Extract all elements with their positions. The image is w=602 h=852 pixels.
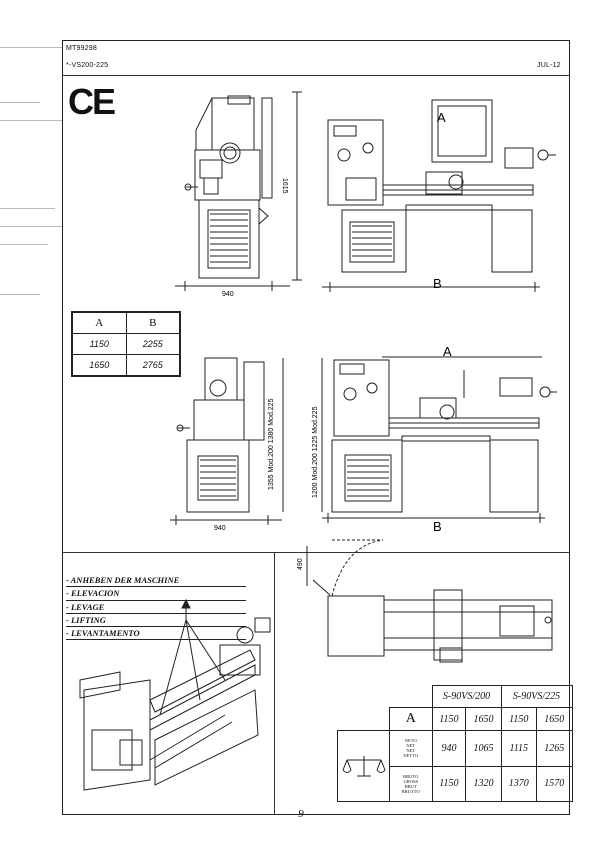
dimension-table: A B 1150 2255 1650 2765 (71, 311, 181, 377)
weight-cell: 1115 (500, 730, 537, 767)
scan-artifact (0, 208, 55, 209)
weight-cell: 1650 (536, 707, 573, 731)
front-top-label-b: B (433, 276, 442, 291)
header-divider (62, 75, 570, 76)
front-middle-label-a: A (443, 344, 452, 359)
doc-date: JUL-12 (537, 62, 561, 69)
lifting-divider (274, 553, 275, 815)
front-middle-label-b: B (433, 519, 442, 534)
lifting-item-it: - LEVANTAMENTO (66, 627, 246, 641)
weight-cell: 1150 (431, 765, 467, 802)
model-header-225: S-90VS/225 (500, 685, 573, 708)
side-width-dim: 940 (222, 291, 234, 298)
page-number: - 9 - (291, 808, 311, 820)
cover-dim: 490 (297, 558, 304, 570)
scan-artifact (0, 226, 62, 227)
weight-cell: 1370 (500, 765, 537, 802)
weight-cell: 1265 (536, 730, 573, 767)
lifting-item-fr: - LEVAGE (66, 601, 246, 614)
section-divider (62, 552, 570, 553)
scan-artifact (0, 47, 62, 48)
weight-cell: 1150 (500, 707, 537, 731)
scan-artifact (0, 102, 40, 103)
scale-icon (337, 730, 390, 802)
doc-code: MT99298 (66, 45, 97, 52)
ce-mark-logo: CE (68, 81, 116, 122)
doc-model: *-VS200-225 (66, 62, 109, 69)
weight-cell: 1650 (465, 707, 502, 731)
net-labels: NETO NET NET NETTO (389, 730, 433, 767)
model-header-200: S-90VS/200 (431, 685, 502, 708)
weight-cell: 1150 (431, 707, 467, 731)
weight-cell: 1320 (465, 765, 502, 802)
weight-cell: 1570 (536, 765, 573, 802)
dim-cell: 2255 (125, 333, 181, 355)
lifting-item-es: - ELEVACION (66, 587, 246, 601)
lifting-item-de: - ANHEBEN DER MASCHINE (66, 574, 246, 588)
height-dim-upper: 1355 Mod.200 1380 Mod.225 (268, 398, 275, 490)
scan-artifact (0, 294, 40, 295)
side-height-dim: 1615 (281, 178, 288, 194)
lifting-item-en: - LIFTING (66, 614, 246, 628)
gross-labels: BRUTO GROSS BRUT BRUTTO (389, 765, 433, 802)
side-width-dim-middle: 940 (214, 525, 226, 532)
page-frame (62, 40, 570, 815)
lifting-instructions: - ANHEBEN DER MASCHINE - ELEVACION - LEV… (66, 574, 246, 641)
front-top-label-a: A (437, 110, 446, 125)
weight-cell: 940 (431, 730, 467, 767)
scan-artifact (0, 120, 62, 121)
dim-cell: 2765 (125, 354, 181, 377)
weight-cell: 1065 (465, 730, 502, 767)
weight-row-a-label: A (389, 707, 433, 731)
scan-artifact (0, 244, 48, 245)
weight-table: S-90VS/200 S-90VS/225 A 1150 1650 1150 1… (337, 685, 573, 802)
dim-cell: 1650 (71, 354, 127, 377)
height-dim-lower: 1200 Mod.200 1225 Mod.225 (312, 406, 319, 498)
